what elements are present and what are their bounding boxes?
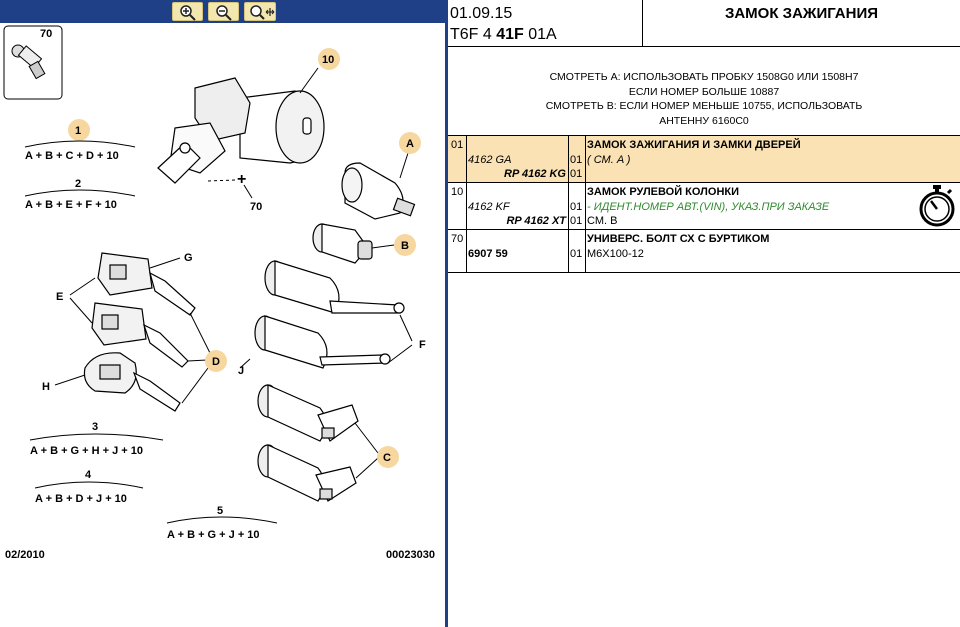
svg-text:4: 4 [85, 469, 92, 481]
item-70-label: 70 [250, 201, 262, 213]
catalog-date: 01.09.15 [450, 5, 513, 22]
keys [83, 252, 196, 412]
cylinder-b [312, 223, 373, 264]
part-name: ЗАМОК РУЛЕВОЙ КОЛОНКИ [587, 186, 740, 198]
page-title: ЗАМОК ЗАЖИГАНИЯ [724, 5, 879, 22]
quantity: 01 [570, 201, 583, 213]
part-name: ЗАМОК ЗАЖИГАНИЯ И ЗАМКИ ДВЕРЕЙ [587, 139, 801, 151]
kit-5-formula: A + B + G + J + 10 [167, 529, 260, 541]
part-note: ( СМ. A ) [587, 154, 631, 166]
callout-10-circle [318, 48, 340, 70]
part-note: - ИДЕНТ.НОМЕР АВТ.(VIN), УКАЗ.ПРИ ЗАКАЗЕ [587, 201, 830, 213]
callout-b-circle [394, 234, 416, 256]
svg-text:2: 2 [75, 178, 81, 190]
item-70-inset-label: 70 [40, 28, 52, 40]
part-note: СМ. B [587, 215, 618, 227]
item-10-label: 10 [322, 54, 334, 66]
quantity: 01 [570, 154, 583, 166]
ignition-lock [157, 77, 325, 184]
table-row[interactable]: 01 4162 GA RP 4162 KG 01 01 ЗАМОК ЗАЖИГА… [448, 136, 960, 182]
label-b: B [401, 240, 409, 252]
label-f: F [419, 339, 426, 351]
label-c: C [383, 452, 391, 464]
part-name: УНИВЕРС. БОЛТ СХ С БУРТИКОМ [587, 233, 770, 245]
zoom-out-icon [216, 5, 232, 21]
svg-text:5: 5 [217, 505, 223, 517]
label-e: E [56, 291, 63, 303]
bolt-inset: 70 [3, 25, 63, 100]
zoom-fit-button[interactable] [244, 2, 276, 21]
quantity: 01 [570, 248, 583, 260]
cylinder-a [341, 162, 416, 220]
toolbar [0, 0, 446, 23]
kit-3: 3 A + B + G + H + J + 10 [29, 421, 164, 457]
diagram-panel: 70 + 70 10 A [0, 0, 446, 627]
note-line-1: СМОТРЕТЬ A: ИСПОЛЬЗОВАТЬ ПРОБКУ 1508G0 И… [549, 71, 859, 83]
reference-old: 4162 GA [468, 154, 512, 166]
kit-5: 5 A + B + G + J + 10 [166, 505, 278, 541]
cylinders-f [254, 260, 405, 369]
table-row[interactable]: 70 6907 59 01 УНИВЕРС. БОЛТ СХ С БУРТИКО… [448, 230, 960, 272]
note-line-4: АНТЕННУ 6160C0 [659, 114, 749, 127]
zoom-out-button[interactable] [208, 2, 239, 21]
callout-d-circle [205, 350, 227, 372]
reference-new: RP 4162 XT [506, 215, 566, 227]
parts-panel: 01.09.15 T6F 4 41F 01A ЗАМОК ЗАЖИГАНИЯ С… [448, 0, 960, 627]
kit-2: 2 A + B + E + F + 10 [24, 178, 136, 211]
panel-divider[interactable] [445, 0, 448, 627]
exploded-parts-diagram: 70 + 70 10 A [3, 25, 435, 561]
catalog-code: T6F 4 41F 01A [450, 26, 557, 43]
note-line-2: ЕСЛИ НОМЕР БОЛЬШЕ 10887 [628, 85, 780, 98]
kit-2-formula: A + B + E + F + 10 [25, 199, 117, 211]
label-g: G [184, 252, 193, 264]
note-line-3: СМОТРЕТЬ B: ЕСЛИ НОМЕР МЕНЬШЕ 10755, ИСП… [545, 100, 863, 112]
quantity: 01 [570, 168, 583, 180]
diagram-date: 02/2010 [5, 549, 45, 561]
reference-new: 6907 59 [468, 248, 508, 260]
stopwatch-icon[interactable] [918, 184, 956, 228]
part-note: M6X100-12 [587, 248, 644, 260]
label-a: A [406, 138, 414, 150]
kit-1-formula: A + B + C + D + 10 [25, 150, 119, 162]
zoom-in-button[interactable] [172, 2, 203, 21]
kit-1: 1 A + B + C + D + 10 [24, 119, 136, 162]
kit-4: 4 A + B + D + J + 10 [34, 469, 144, 505]
item-number: 01 [451, 139, 464, 151]
label-j: J [238, 365, 244, 377]
svg-text:+: + [237, 171, 246, 188]
table-row[interactable]: 10 4162 KF RP 4162 XT 01 01 ЗАМОК РУЛЕВО… [448, 183, 960, 229]
reference-old: 4162 KF [468, 201, 510, 213]
cylinders-c [257, 384, 359, 502]
kit-3-formula: A + B + G + H + J + 10 [30, 445, 143, 457]
label-h: H [42, 381, 50, 393]
label-d: D [212, 356, 220, 368]
reference-new: RP 4162 KG [504, 168, 566, 180]
diagram-number: 00023030 [386, 549, 435, 561]
svg-text:3: 3 [92, 421, 98, 433]
kit-4-formula: A + B + D + J + 10 [35, 493, 127, 505]
svg-text:1: 1 [75, 125, 81, 137]
item-number: 10 [451, 186, 464, 198]
zoom-fit-icon [250, 5, 275, 20]
zoom-in-icon [180, 5, 196, 21]
callout-a-circle [399, 132, 421, 154]
item-number: 70 [451, 233, 464, 245]
callout-c-circle [377, 446, 399, 468]
notes-block: СМОТРЕТЬ A: ИСПОЛЬЗОВАТЬ ПРОБКУ 1508G0 И… [448, 70, 960, 128]
quantity: 01 [570, 215, 583, 227]
